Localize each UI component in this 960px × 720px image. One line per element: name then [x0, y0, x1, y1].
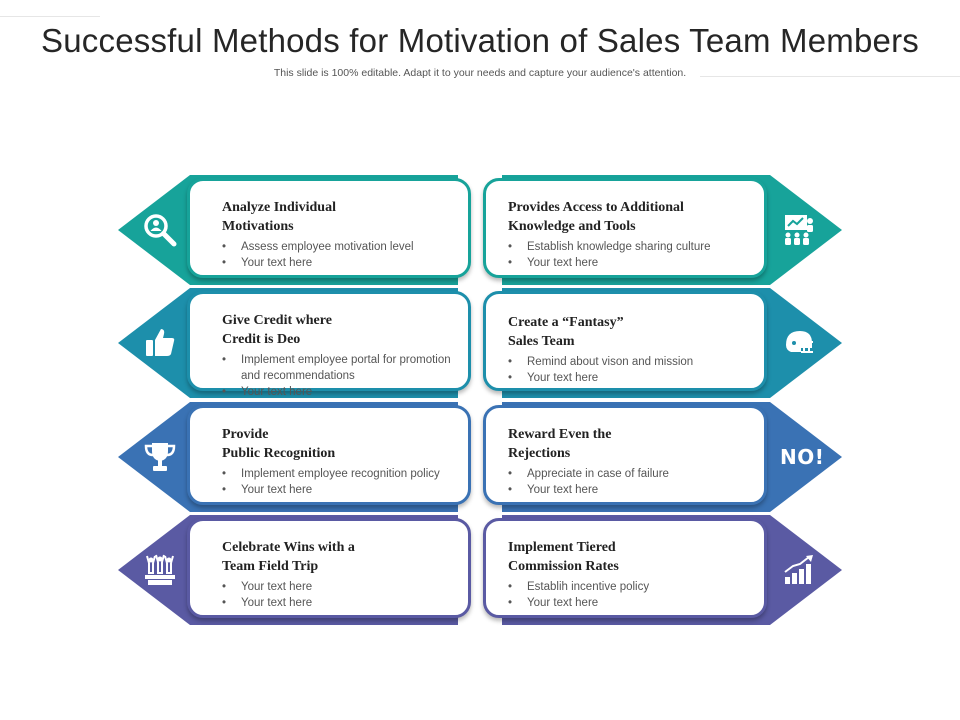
method-card-fantasy-team: Create a “Fantasy” Sales Team Remind abo… — [483, 291, 767, 391]
bullet-item: Your text here — [222, 384, 454, 400]
training-presentation-icon — [782, 213, 816, 247]
method-card-public-recognition: Provide Public Recognition Implement emp… — [187, 405, 471, 505]
trophy-icon — [143, 440, 177, 474]
bullet-item: Your text here — [508, 595, 750, 611]
top-right-rule — [700, 76, 960, 77]
bullet-item: Establih incentive policy — [508, 579, 750, 595]
football-helmet-icon — [782, 326, 816, 360]
card-title: Implement Tiered Commission Rates — [508, 540, 619, 574]
bullet-item: Your text here — [222, 579, 454, 595]
card-title: Provides Access to Additional Knowledge … — [508, 200, 684, 234]
card-bullets: Your text here Your text here — [222, 579, 454, 611]
slide-subtitle: This slide is 100% editable. Adapt it to… — [273, 67, 687, 79]
card-bullets: Remind about vison and mission Your text… — [508, 354, 750, 386]
card-bullets: Assess employee motivation level Your te… — [222, 239, 454, 271]
thumbs-up-icon — [143, 326, 177, 360]
card-title: Give Credit where Credit is Deo — [222, 313, 332, 347]
bullet-item: Establish knowledge sharing culture — [508, 239, 750, 255]
team-celebration-icon — [143, 553, 177, 587]
card-bullets: Implement employee recognition policy Yo… — [222, 466, 454, 498]
no-sign-text: NO! — [780, 445, 825, 469]
card-title: Provide Public Recognition — [222, 427, 336, 461]
bullet-item: Your text here — [222, 595, 454, 611]
method-row-3: Provide Public Recognition Implement emp… — [0, 402, 960, 512]
method-card-knowledge-tools: Provides Access to Additional Knowledge … — [483, 178, 767, 278]
method-card-give-credit: Give Credit where Credit is Deo Implemen… — [187, 291, 471, 400]
method-card-analyze-motivations: Analyze Individual Motivations Assess em… — [187, 178, 471, 278]
bullet-item: Your text here — [508, 255, 750, 271]
bullet-item: Remind about vison and mission — [508, 354, 750, 370]
card-title: Reward Even the Rejections — [508, 427, 612, 461]
bullet-item: Your text here — [508, 482, 750, 498]
card-bullets: Establish knowledge sharing culture Your… — [508, 239, 750, 271]
card-title: Celebrate Wins with a Team Field Trip — [222, 540, 355, 574]
top-left-rule — [0, 16, 100, 17]
bullet-item: Your text here — [222, 482, 454, 498]
magnifier-person-icon — [143, 213, 177, 247]
card-title: Analyze Individual Motivations — [222, 200, 336, 234]
bullet-item: Implement employee recognition policy — [222, 466, 454, 482]
method-row-4: Celebrate Wins with a Team Field Trip Yo… — [0, 515, 960, 625]
card-bullets: Implement employee portal for promotion … — [222, 352, 454, 400]
method-card-reward-rejections: Reward Even the Rejections Appreciate in… — [483, 405, 767, 505]
bullet-item: Your text here — [222, 255, 454, 271]
method-row-1: Analyze Individual Motivations Assess em… — [0, 175, 960, 285]
card-title: Create a “Fantasy” Sales Team — [508, 315, 624, 349]
card-bullets: Establih incentive policy Your text here — [508, 579, 750, 611]
method-card-commission-rates: Implement Tiered Commission Rates Establ… — [483, 518, 767, 618]
method-card-field-trip: Celebrate Wins with a Team Field Trip Yo… — [187, 518, 471, 618]
growth-chart-icon — [782, 553, 816, 587]
bullet-item: Your text here — [508, 370, 750, 386]
bullet-item: Appreciate in case of failure — [508, 466, 750, 482]
card-bullets: Appreciate in case of failure Your text … — [508, 466, 750, 498]
no-sign-icon: NO! — [780, 440, 824, 474]
bullet-item: Assess employee motivation level — [222, 239, 454, 255]
slide-title: Successful Methods for Motivation of Sal… — [41, 22, 919, 59]
method-row-2: Give Credit where Credit is Deo Implemen… — [0, 288, 960, 400]
bullet-item: Implement employee portal for promotion … — [222, 352, 454, 384]
